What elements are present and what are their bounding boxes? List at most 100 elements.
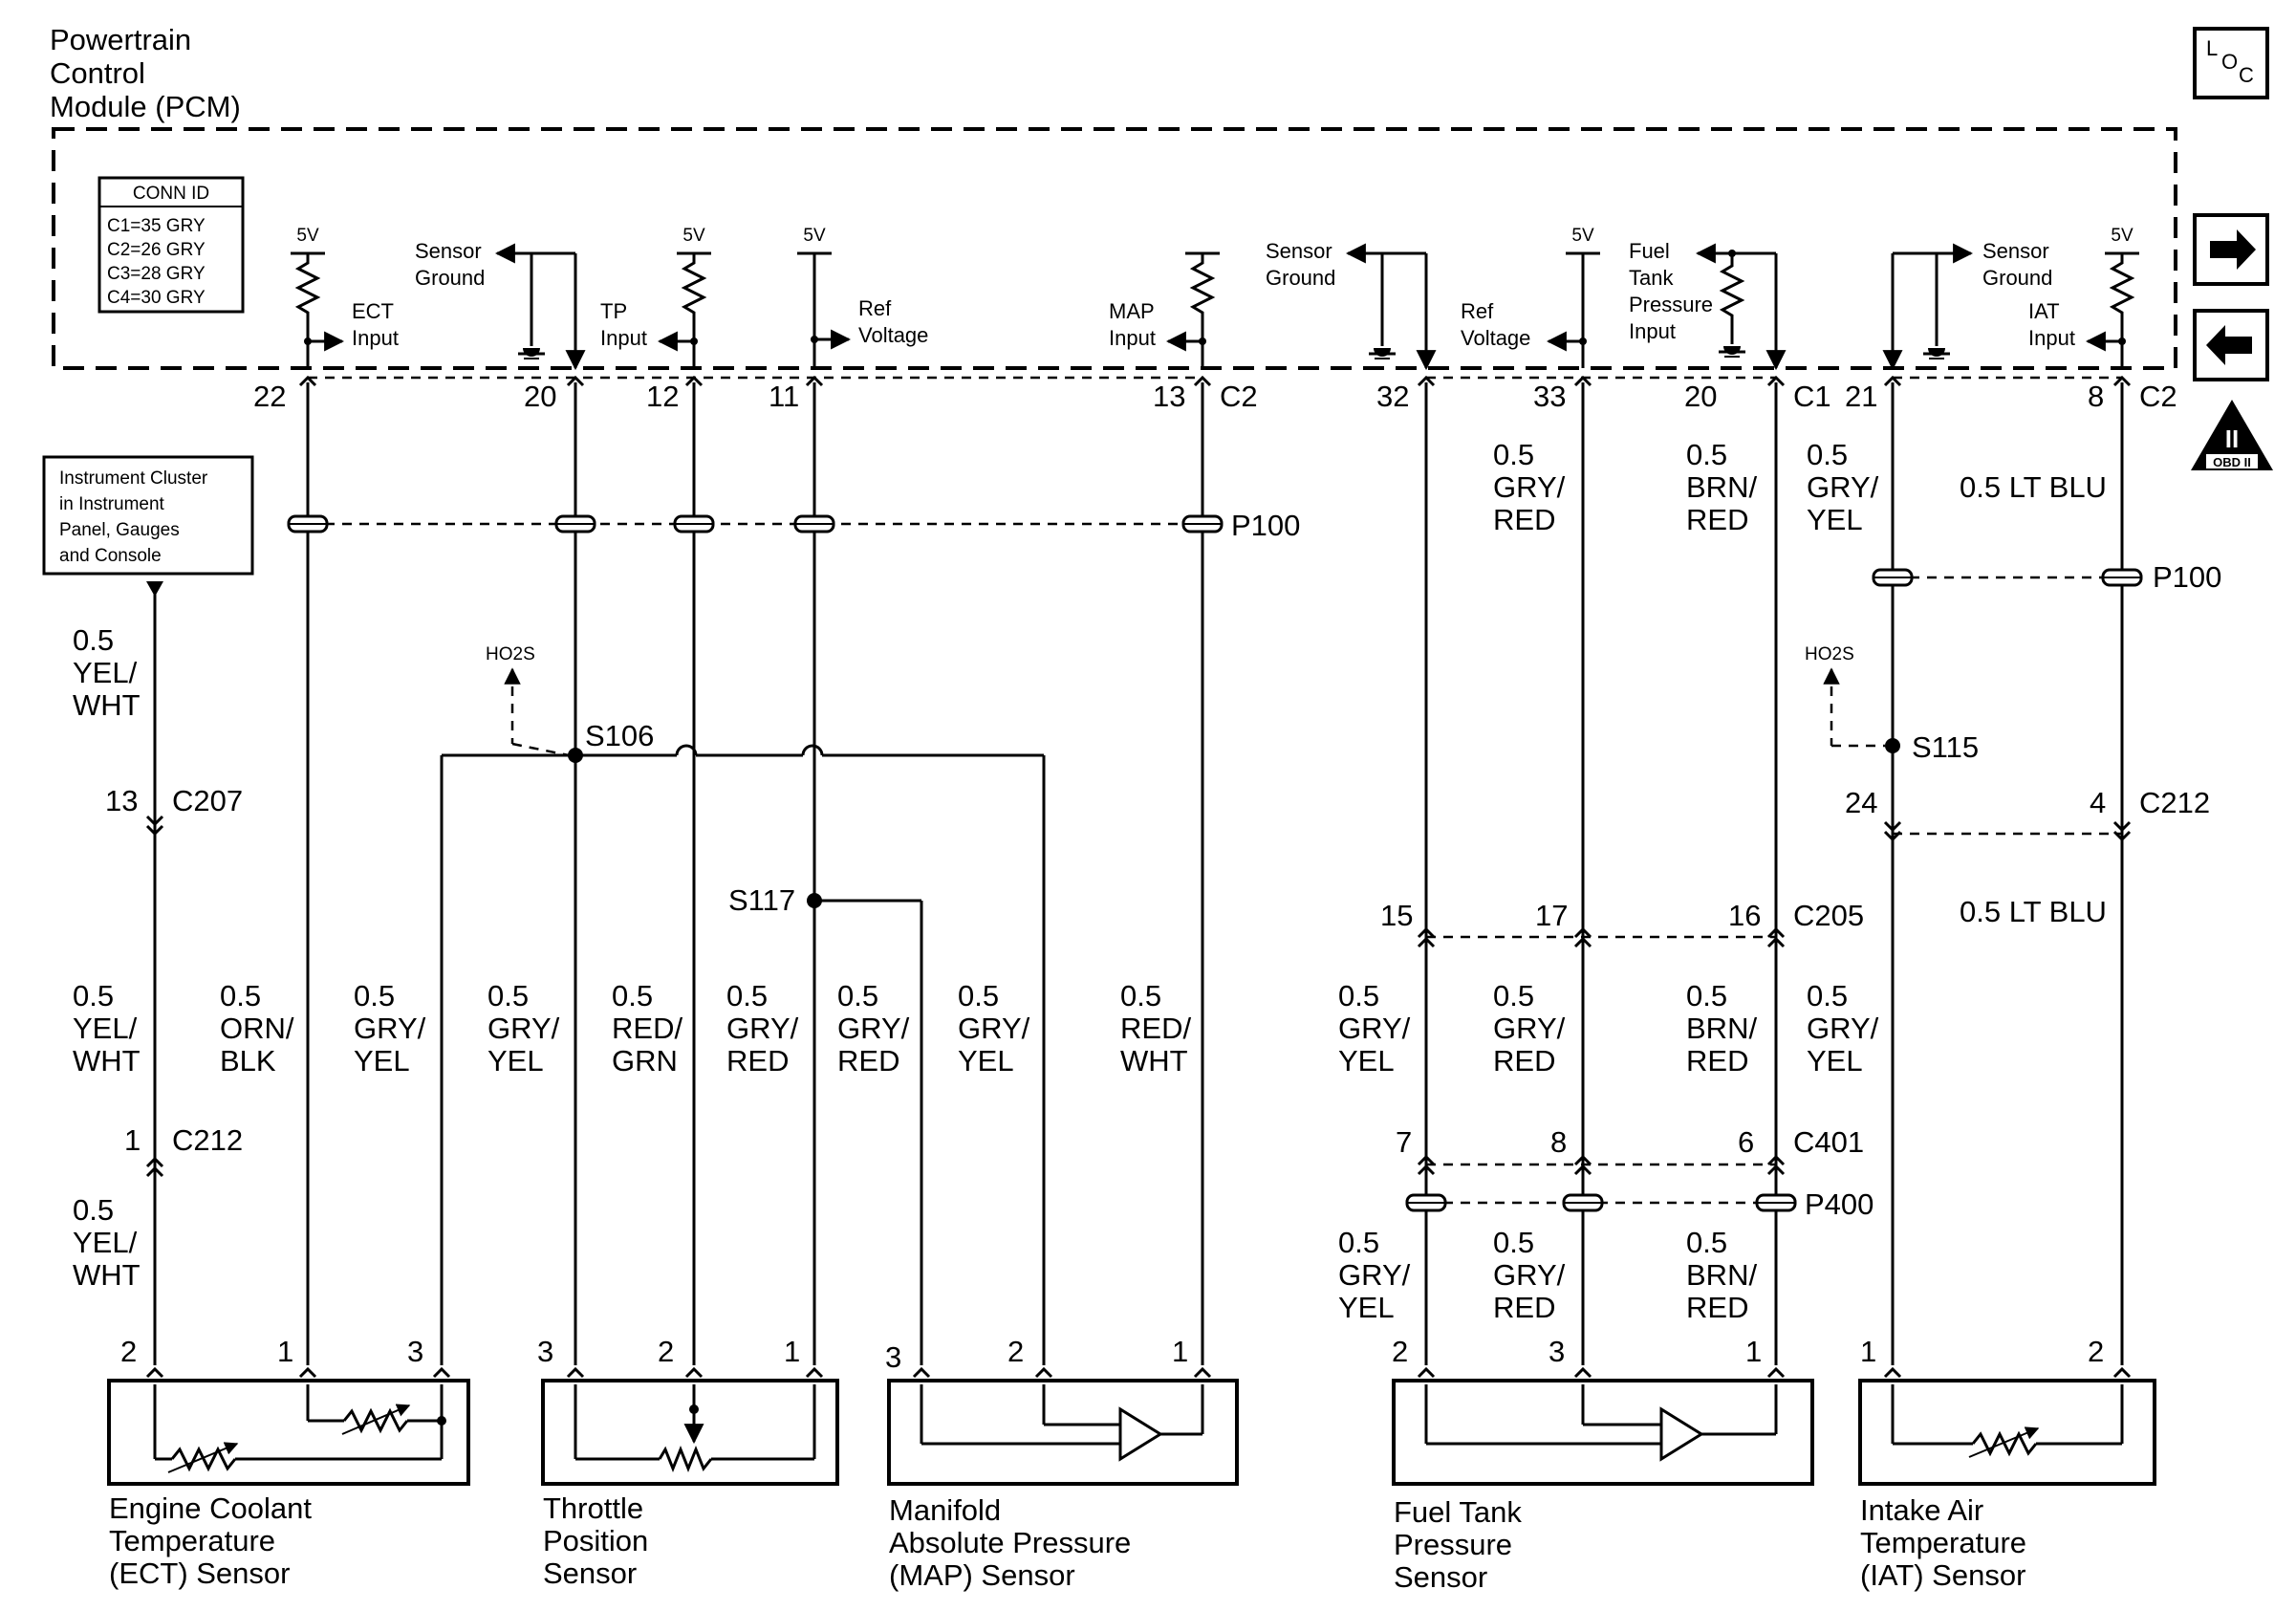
tp-internal: 5V TP Input — [600, 226, 711, 368]
svg-text:GRY/: GRY/ — [1338, 1012, 1411, 1045]
svg-text:Input: Input — [1629, 319, 1676, 343]
svg-text:0.5: 0.5 — [354, 979, 395, 1012]
svg-text:GRY/: GRY/ — [487, 1012, 560, 1045]
svg-text:7: 7 — [1396, 1125, 1412, 1159]
svg-text:RED: RED — [837, 1044, 899, 1078]
svg-text:Sensor: Sensor — [415, 239, 482, 263]
svg-text:GRY/: GRY/ — [354, 1012, 426, 1045]
s106-label: S106 — [585, 719, 654, 752]
svg-text:2: 2 — [658, 1335, 674, 1368]
svg-text:C2: C2 — [2139, 380, 2177, 413]
svg-text:3: 3 — [1549, 1335, 1565, 1368]
svg-text:0.5: 0.5 — [73, 1193, 114, 1227]
svg-text:RED/: RED/ — [1120, 1012, 1191, 1045]
pcm-title-3: Module (PCM) — [50, 90, 241, 123]
svg-text:0.5 LT BLU: 0.5 LT BLU — [1960, 895, 2107, 928]
svg-text:0.5: 0.5 — [73, 623, 114, 657]
svg-text:3: 3 — [407, 1335, 423, 1368]
svg-text:Ground: Ground — [1266, 266, 1335, 290]
svg-text:YEL: YEL — [1807, 1044, 1863, 1078]
svg-text:Ref: Ref — [858, 296, 892, 320]
svg-text:13: 13 — [1153, 380, 1185, 413]
iat-sensor — [1858, 1379, 2156, 1486]
pcm-pin-numbers: 22 20 12 11 13 C2 32 33 20 C1 21 8 C2 — [253, 380, 2177, 413]
p100-label: P100 — [1231, 509, 1300, 542]
svg-text:GRY/: GRY/ — [958, 1012, 1030, 1045]
left-arrow-icon[interactable] — [2193, 309, 2269, 381]
map-sensor-name: Manifold — [889, 1493, 1001, 1527]
svg-text:OBD II: OBD II — [2213, 455, 2251, 469]
svg-text:GRY/: GRY/ — [1807, 470, 1879, 504]
svg-text:0.5: 0.5 — [73, 979, 114, 1012]
svg-text:GRN: GRN — [612, 1044, 678, 1078]
svg-text:Input: Input — [600, 326, 647, 350]
svg-text:GRY/: GRY/ — [726, 1012, 799, 1045]
pcm-title-2: Control — [50, 56, 145, 90]
svg-text:Tank: Tank — [1629, 266, 1674, 290]
svg-text:6: 6 — [1738, 1125, 1754, 1159]
svg-text:0.5: 0.5 — [1493, 438, 1534, 471]
obd-ii-icon: II OBD II — [2191, 400, 2273, 470]
svg-text:YEL: YEL — [487, 1044, 544, 1078]
conn-id-title: CONN ID — [133, 184, 209, 204]
svg-text:5V: 5V — [1571, 226, 1594, 246]
iat-internal: 5V IAT Input — [2028, 226, 2139, 368]
sensor-ground-3: Sensor Ground — [1882, 239, 2052, 371]
svg-text:Input: Input — [352, 326, 399, 350]
svg-text:21: 21 — [1845, 380, 1877, 413]
pcm-boundary — [52, 127, 2177, 370]
sensor-ground-2: Sensor Ground — [1266, 239, 1437, 371]
right-arrow-icon[interactable] — [2193, 213, 2269, 286]
ect-internal: 5V ECT Input — [291, 226, 399, 368]
svg-text:RED/: RED/ — [612, 1012, 682, 1045]
svg-text:0.5: 0.5 — [1686, 1226, 1727, 1259]
svg-text:Voltage: Voltage — [1461, 326, 1530, 350]
svg-text:BRN/: BRN/ — [1686, 1258, 1757, 1292]
svg-text:1: 1 — [124, 1123, 141, 1157]
svg-text:8: 8 — [2088, 380, 2104, 413]
ref-voltage-2: 5V Ref Voltage — [1461, 226, 1600, 368]
svg-text:RED: RED — [1493, 1044, 1555, 1078]
svg-text:20: 20 — [1684, 380, 1717, 413]
svg-text:15: 15 — [1380, 899, 1413, 932]
svg-text:Temperature: Temperature — [109, 1524, 275, 1557]
svg-text:3: 3 — [885, 1340, 901, 1374]
conn-id-row: C1=35 GRY — [107, 216, 206, 236]
svg-text:33: 33 — [1533, 380, 1566, 413]
svg-text:IAT: IAT — [2028, 299, 2060, 323]
svg-text:BRN/: BRN/ — [1686, 1012, 1757, 1045]
svg-text:ECT: ECT — [352, 299, 394, 323]
tp-sensor — [541, 1379, 839, 1486]
map-sensor — [887, 1379, 1239, 1486]
svg-text:0.5: 0.5 — [1493, 1226, 1534, 1259]
svg-text:Panel, Gauges: Panel, Gauges — [59, 520, 180, 540]
ect-sensor — [107, 1379, 470, 1486]
svg-text:TP: TP — [600, 299, 627, 323]
svg-text:0.5: 0.5 — [1493, 979, 1534, 1012]
svg-text:GRY/: GRY/ — [1493, 470, 1566, 504]
svg-text:1: 1 — [277, 1335, 293, 1368]
svg-text:3: 3 — [537, 1335, 553, 1368]
conn-id-row: C4=30 GRY — [107, 288, 206, 308]
svg-text:Sensor: Sensor — [543, 1557, 637, 1590]
svg-text:16: 16 — [1728, 899, 1761, 932]
svg-text:Fuel: Fuel — [1629, 239, 1670, 263]
sensor-ground-1: Sensor Ground — [415, 239, 586, 371]
instrument-cluster-box: Instrument Cluster in Instrument Panel, … — [42, 455, 254, 597]
svg-text:C2: C2 — [1220, 380, 1258, 413]
splice-s117 — [807, 893, 822, 908]
conn-id-box: CONN ID C1=35 GRY C2=26 GRY C3=28 GRY C4… — [97, 176, 245, 314]
svg-text:WHT: WHT — [73, 1258, 141, 1292]
svg-text:Position: Position — [543, 1524, 648, 1557]
svg-text:2: 2 — [1007, 1335, 1024, 1368]
svg-text:0.5: 0.5 — [726, 979, 768, 1012]
location-icon[interactable]: L O C — [2193, 27, 2269, 99]
svg-text:WHT: WHT — [73, 1044, 141, 1078]
svg-text:C: C — [2239, 63, 2254, 87]
svg-text:BRN/: BRN/ — [1686, 470, 1757, 504]
svg-text:GRY/: GRY/ — [1493, 1012, 1566, 1045]
svg-text:2: 2 — [120, 1335, 137, 1368]
svg-text:17: 17 — [1535, 899, 1568, 932]
svg-text:GRY/: GRY/ — [1807, 1012, 1879, 1045]
